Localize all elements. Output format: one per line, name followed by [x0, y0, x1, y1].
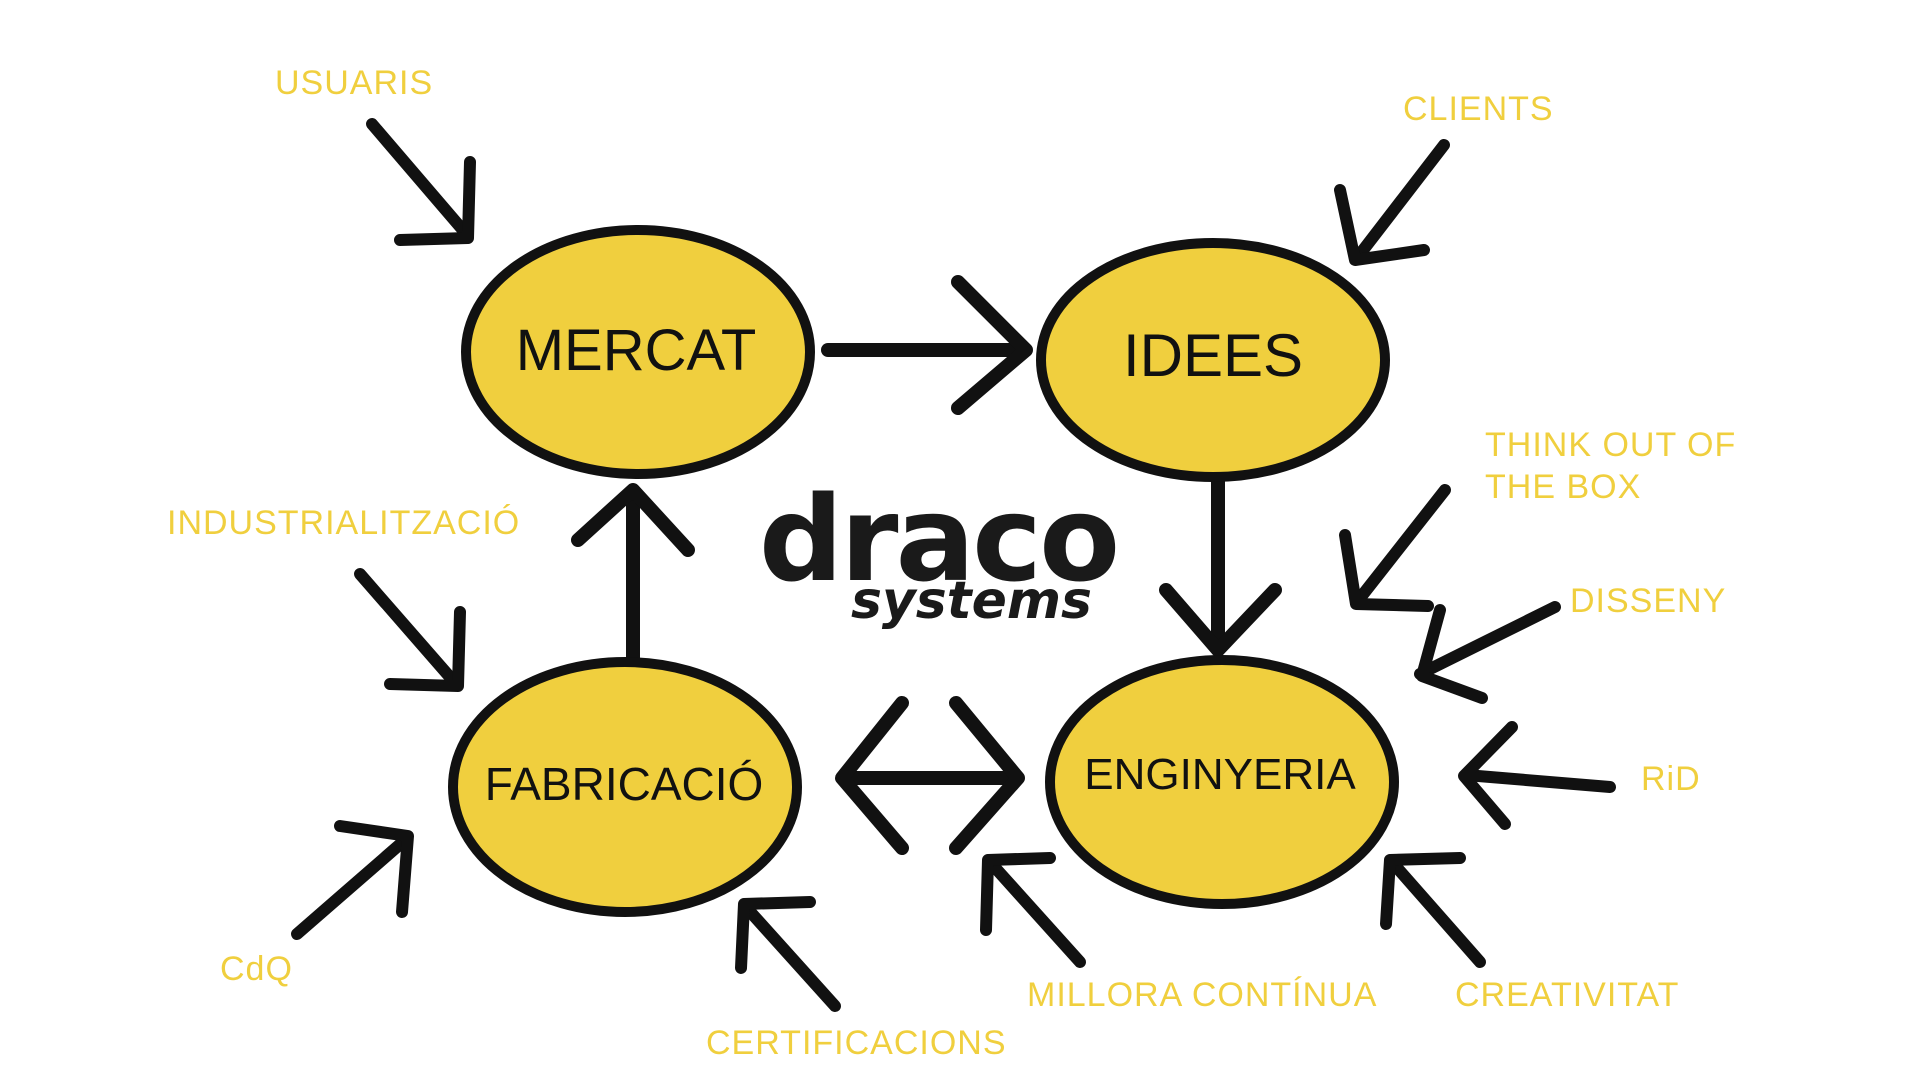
arrow-usuaris: [366, 118, 476, 246]
label-rid: RiD: [1641, 760, 1701, 798]
label-millora-continua: MILLORA CONTÍNUA: [1027, 976, 1377, 1014]
label-certificacions: CERTIFICACIONS: [706, 1024, 1007, 1062]
arrow-industrialitzacio: [354, 568, 466, 692]
arrow-certificacions: [735, 896, 841, 1012]
logo-sub: systems: [851, 571, 1092, 631]
label-industrialitzacio: INDUSTRIALITZACIÓ: [167, 504, 520, 542]
flow-arrows: [571, 275, 1282, 855]
arrow-disseny: [1414, 601, 1561, 704]
label-disseny: DISSENY: [1570, 582, 1726, 620]
input-arrows: [291, 118, 1616, 1012]
arrow-clients: [1334, 139, 1450, 266]
arrow-fabricacio-enginyeria-bidirectional: [835, 696, 1025, 855]
label-cdq: CdQ: [220, 950, 293, 988]
node-mercat-label: MERCAT: [516, 318, 757, 383]
label-think-out-of-line1: THINK OUT OF: [1485, 426, 1736, 464]
arrow-rid: [1458, 721, 1616, 830]
label-think-out-of-line2: THE BOX: [1485, 468, 1641, 506]
node-fabricacio: FABRICACIÓ: [448, 657, 802, 917]
node-fabricacio-label: FABRICACIÓ: [485, 758, 764, 810]
label-creativitat: CREATIVITAT: [1455, 976, 1679, 1014]
arrow-cdq: [291, 820, 414, 940]
node-enginyeria: ENGINYERIA: [1045, 655, 1399, 909]
arrow-fabricacio-to-mercat: [571, 483, 695, 672]
node-idees-label: IDEES: [1123, 322, 1303, 389]
external-labels: USUARIS CLIENTS INDUSTRIALITZACIÓ THINK …: [167, 64, 1736, 1062]
arrow-creativitat: [1380, 852, 1486, 968]
label-clients: CLIENTS: [1403, 90, 1554, 128]
arrow-idees-to-enginyeria: [1159, 473, 1282, 657]
arrow-mercat-to-idees: [821, 275, 1033, 415]
label-usuaris: USUARIS: [275, 64, 433, 102]
node-enginyeria-label: ENGINYERIA: [1084, 750, 1356, 799]
arrow-millora-continua: [980, 852, 1086, 968]
node-mercat: MERCAT: [461, 225, 815, 479]
node-idees: IDEES: [1036, 238, 1390, 482]
logo-brand: draco: [759, 470, 1117, 608]
draco-systems-logo: draco systems: [759, 470, 1120, 631]
arrow-think-out-of-the-box: [1339, 484, 1451, 612]
